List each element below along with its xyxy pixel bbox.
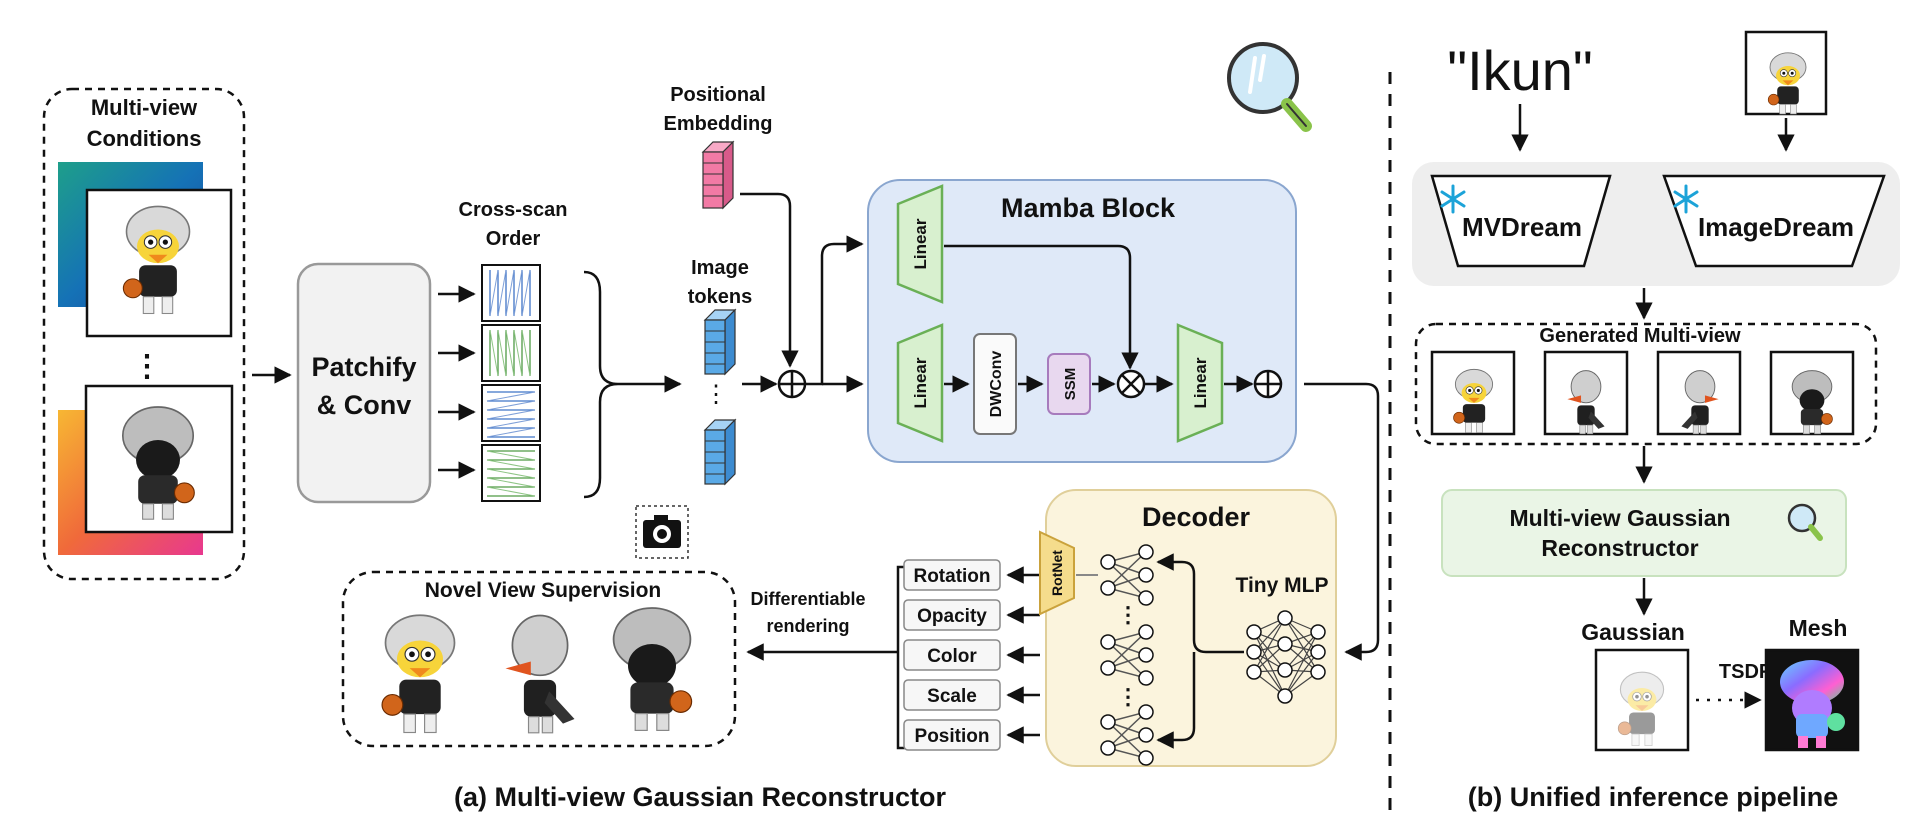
imagedream-label: ImageDream bbox=[1698, 212, 1854, 242]
ssm-box: SSM bbox=[1047, 353, 1091, 415]
magnifier-icon bbox=[1227, 42, 1312, 132]
scan-pattern-3 bbox=[438, 384, 541, 442]
image-tokens-label-line1: Image bbox=[691, 257, 749, 279]
attribute-opacity-label: Opacity bbox=[917, 606, 987, 627]
multiply-operator bbox=[1116, 369, 1146, 399]
image-tokens-ellipsis: ⋮ bbox=[704, 381, 728, 408]
add-operator-2 bbox=[1253, 369, 1283, 399]
mvdream-block: MVDream bbox=[1430, 174, 1612, 268]
linear-top-label: Linear bbox=[911, 218, 930, 269]
scan-brace bbox=[583, 270, 619, 499]
scan-pattern-2 bbox=[438, 324, 541, 382]
generated-box bbox=[1414, 322, 1878, 446]
arrow-add-linear-top bbox=[806, 235, 864, 386]
attribute-rotation-label: Rotation bbox=[913, 566, 990, 587]
patchify-box bbox=[296, 262, 432, 504]
linear-bottom: Linear bbox=[896, 323, 944, 443]
tsdf-label: TSDF bbox=[1719, 661, 1771, 683]
attribute-scale: Scale bbox=[903, 679, 1001, 711]
prompt-text: "Ikun" bbox=[1447, 39, 1593, 102]
magnifier-small-icon bbox=[1787, 503, 1823, 541]
differentiable-label-line2: rendering bbox=[766, 616, 849, 636]
rotnet-label: RotNet bbox=[1049, 550, 1065, 596]
novel-view-title: Novel View Supervision bbox=[425, 579, 662, 602]
gaussian-label: Gaussian bbox=[1581, 619, 1685, 645]
linear-out-label: Linear bbox=[1191, 357, 1210, 408]
snowflake-icon-2 bbox=[1673, 184, 1699, 214]
conditions-label-line1: Multi-view bbox=[91, 95, 198, 120]
arrow-mamba-decoder bbox=[1304, 382, 1380, 661]
add-operator-1 bbox=[777, 369, 807, 399]
mvdream-label: MVDream bbox=[1462, 212, 1582, 242]
arrow-gate bbox=[944, 244, 1139, 370]
small-mlp-2 bbox=[1100, 624, 1154, 686]
snowflake-icon-1 bbox=[1440, 184, 1466, 214]
reconstructor-box bbox=[1441, 489, 1847, 577]
conditions-box bbox=[42, 87, 246, 581]
attribute-opacity: Opacity bbox=[903, 599, 1001, 631]
attribute-rotation: Rotation bbox=[903, 559, 1001, 591]
mesh-label: Mesh bbox=[1789, 615, 1848, 641]
linear-top: Linear bbox=[896, 184, 944, 304]
cross-scan-label-line2: Order bbox=[486, 228, 541, 250]
caption-a: (a) Multi-view Gaussian Reconstructor bbox=[454, 782, 947, 812]
arrow-positional-add bbox=[740, 192, 799, 368]
novel-view-box bbox=[341, 570, 737, 748]
small-mlp-1 bbox=[1100, 544, 1154, 606]
arrow-tiny-mlp-small-bottom bbox=[1156, 652, 1196, 749]
decoder-title: Decoder bbox=[1142, 502, 1251, 532]
image-token-block-2 bbox=[703, 418, 737, 486]
image-tokens-label-line2: tokens bbox=[688, 286, 752, 308]
cross-scan-label-line1: Cross-scan bbox=[459, 199, 568, 221]
reconstructor-label-line1: Multi-view Gaussian bbox=[1509, 505, 1730, 531]
dwconv-label: DWConv bbox=[988, 351, 1005, 418]
mlp-ellipsis-2: ⋮ bbox=[1117, 684, 1139, 709]
scan-pattern-4 bbox=[438, 444, 541, 502]
generated-label: Generated Multi-view bbox=[1539, 325, 1741, 347]
cross-scan-patterns bbox=[438, 264, 541, 502]
scan-pattern-1 bbox=[438, 264, 541, 322]
rotnet-box: RotNet bbox=[1039, 530, 1075, 616]
caption-b: (b) Unified inference pipeline bbox=[1468, 782, 1839, 812]
arrow-tiny-mlp-small-top bbox=[1156, 553, 1244, 654]
positional-label-line2: Embedding bbox=[664, 113, 773, 135]
reconstructor-label-line2: Reconstructor bbox=[1541, 535, 1698, 561]
conditions-ellipsis: ⋮ bbox=[132, 350, 162, 383]
imagedream-block: ImageDream bbox=[1662, 174, 1886, 268]
linear-bottom-label: Linear bbox=[911, 357, 930, 408]
dwconv-box: DWConv bbox=[973, 333, 1017, 435]
ssm-label: SSM bbox=[1062, 368, 1079, 401]
attribute-position: Position bbox=[903, 719, 1001, 751]
tiny-mlp-label: Tiny MLP bbox=[1236, 574, 1329, 597]
attribute-color-label: Color bbox=[927, 646, 977, 667]
mamba-title: Mamba Block bbox=[1001, 193, 1176, 223]
small-mlp-3 bbox=[1100, 704, 1154, 766]
positional-embedding-block bbox=[701, 140, 735, 210]
linear-out: Linear bbox=[1176, 323, 1224, 443]
attribute-position-label: Position bbox=[915, 726, 990, 747]
conditions-label-line2: Conditions bbox=[87, 126, 202, 151]
camera-icon bbox=[635, 505, 689, 559]
differentiable-label-line1: Differentiable bbox=[750, 589, 865, 609]
patchify-label-line2: & Conv bbox=[317, 390, 412, 420]
attribute-scale-label: Scale bbox=[927, 686, 977, 707]
patchify-label-line1: Patchify bbox=[311, 352, 416, 382]
attribute-color: Color bbox=[903, 639, 1001, 671]
tiny-mlp-network bbox=[1246, 610, 1326, 704]
image-token-block-1 bbox=[703, 308, 737, 376]
positional-label-line1: Positional bbox=[670, 84, 766, 106]
attribute-arrows bbox=[1006, 566, 1040, 744]
mlp-ellipsis-1: ⋮ bbox=[1117, 602, 1139, 627]
mesh-figure bbox=[1780, 660, 1845, 748]
